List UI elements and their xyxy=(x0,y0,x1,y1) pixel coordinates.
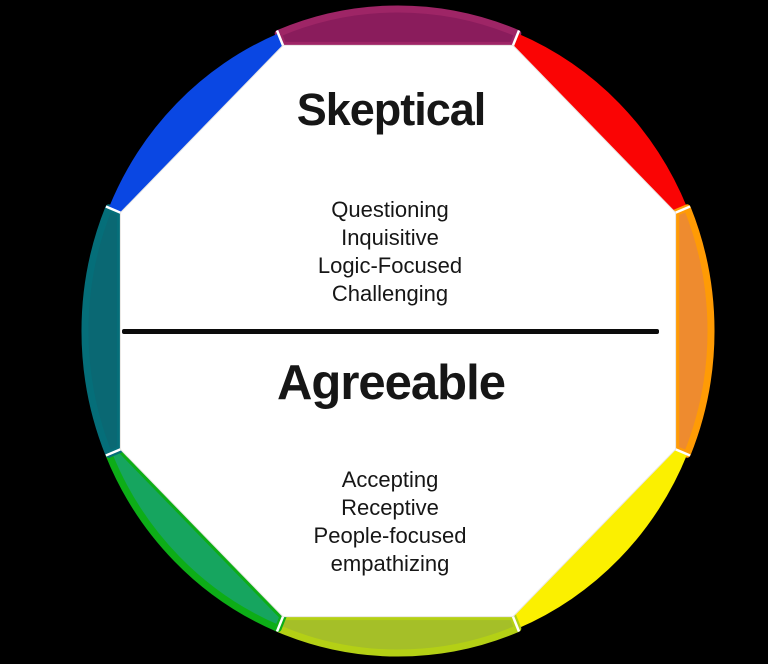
traits-list-skeptical: Questioning Inquisitive Logic-Focused Ch… xyxy=(175,196,605,308)
trait-questioning: Questioning xyxy=(331,197,449,222)
trait-logic-focused: Logic-Focused xyxy=(317,253,463,278)
wheel-segment-top-magenta xyxy=(274,5,522,49)
wheel-segment-bottom-yellow-green xyxy=(274,613,522,657)
wheel-segment-upper-left-blue xyxy=(108,33,283,213)
wheel-segment-lower-left-green xyxy=(105,445,287,632)
trait-accepting: Accepting xyxy=(341,467,439,492)
trait-receptive: Receptive xyxy=(341,495,439,520)
heading-skeptical: Skeptical xyxy=(296,84,487,135)
wheel-segment-right-orange xyxy=(672,204,715,458)
trait-empathizing: empathizing xyxy=(330,551,450,576)
divider-line xyxy=(122,329,659,334)
wheel-segment-left-teal xyxy=(81,204,124,458)
wheel-segment-upper-right-red xyxy=(513,33,688,213)
heading-agreeable: Agreeable xyxy=(277,356,506,410)
wheel-segment-lower-right-yellow xyxy=(513,449,688,629)
trait-people-focused: People-focused xyxy=(313,523,467,548)
trait-inquisitive: Inquisitive xyxy=(341,225,439,250)
trait-challenging: Challenging xyxy=(331,281,449,306)
traits-list-agreeable: Accepting Receptive People-focused empat… xyxy=(175,466,605,578)
